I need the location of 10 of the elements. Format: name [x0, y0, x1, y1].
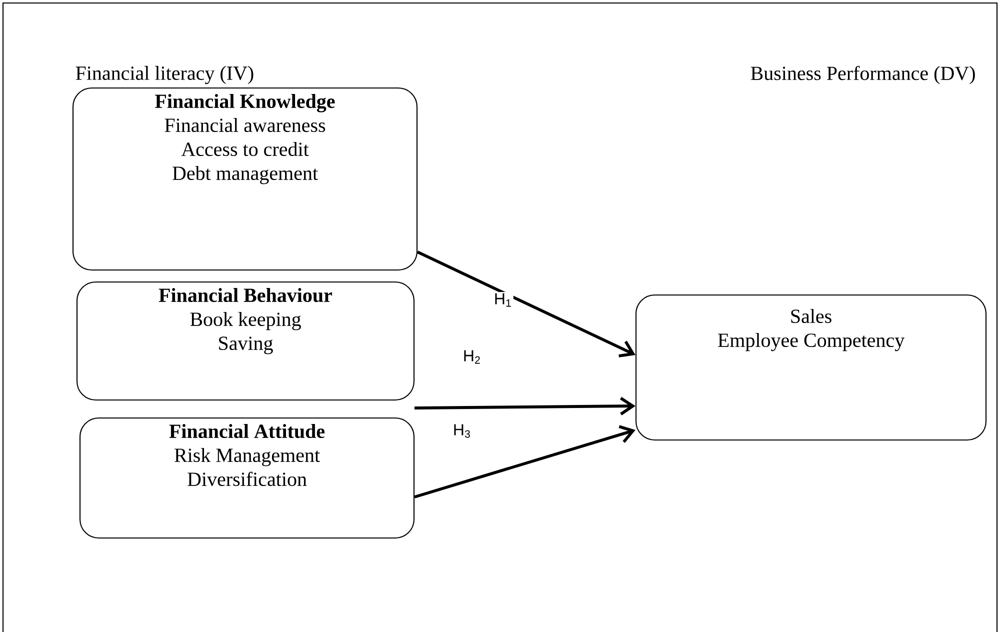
text-box: Financial Behaviour Book keeping Saving [76, 281, 415, 401]
edge-label: H$_{1}$ [492, 292, 514, 308]
arrow [416, 250, 636, 358]
edge-label: H$_{2}$ [462, 348, 482, 366]
text-box: Financial Attitude Risk Management Diversification [79, 417, 415, 539]
text-box: Sales Employee Competency [635, 294, 987, 441]
edge-label: H$_{3}$ [452, 422, 472, 440]
arrow [414, 425, 636, 498]
heading: Business Performance (DV) [750, 66, 975, 84]
text-box: Financial Knowledge Financial awareness Access to credit Debt management [72, 87, 418, 271]
